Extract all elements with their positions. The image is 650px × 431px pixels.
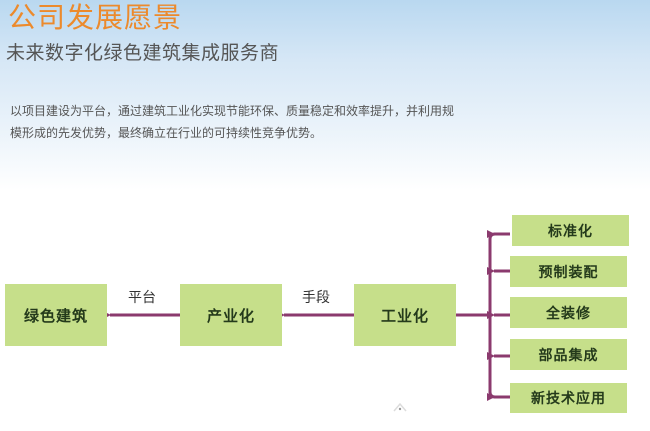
node-standardization: 标准化: [512, 215, 629, 246]
page-title: 公司发展愿景: [8, 1, 183, 34]
edge-label-platform: 平台: [128, 290, 156, 306]
page-subtitle: 未来数字化绿色建筑集成服务商: [6, 42, 280, 64]
node-industrialization: 工业化: [354, 284, 456, 346]
edge-label-means: 手段: [302, 290, 330, 306]
node-component-integration: 部品集成: [510, 339, 627, 370]
description: 以项目建设为平台，通过建筑工业化实现节能环保、质量稳定和效率提升，并利用规 模形…: [10, 100, 550, 144]
description-line-2: 模形成的先发优势，最终确立在行业的可持续性竞争优势。: [10, 126, 323, 140]
watermark-icon: [393, 402, 407, 412]
node-full-decoration: 全装修: [510, 297, 627, 328]
node-green-building: 绿色建筑: [5, 284, 107, 346]
node-prefab-assembly: 预制装配: [510, 256, 627, 287]
description-line-1: 以项目建设为平台，通过建筑工业化实现节能环保、质量稳定和效率提升，并利用规: [10, 104, 455, 118]
node-new-tech: 新技术应用: [510, 383, 627, 413]
node-industrialization-sector: 产业化: [180, 284, 282, 346]
